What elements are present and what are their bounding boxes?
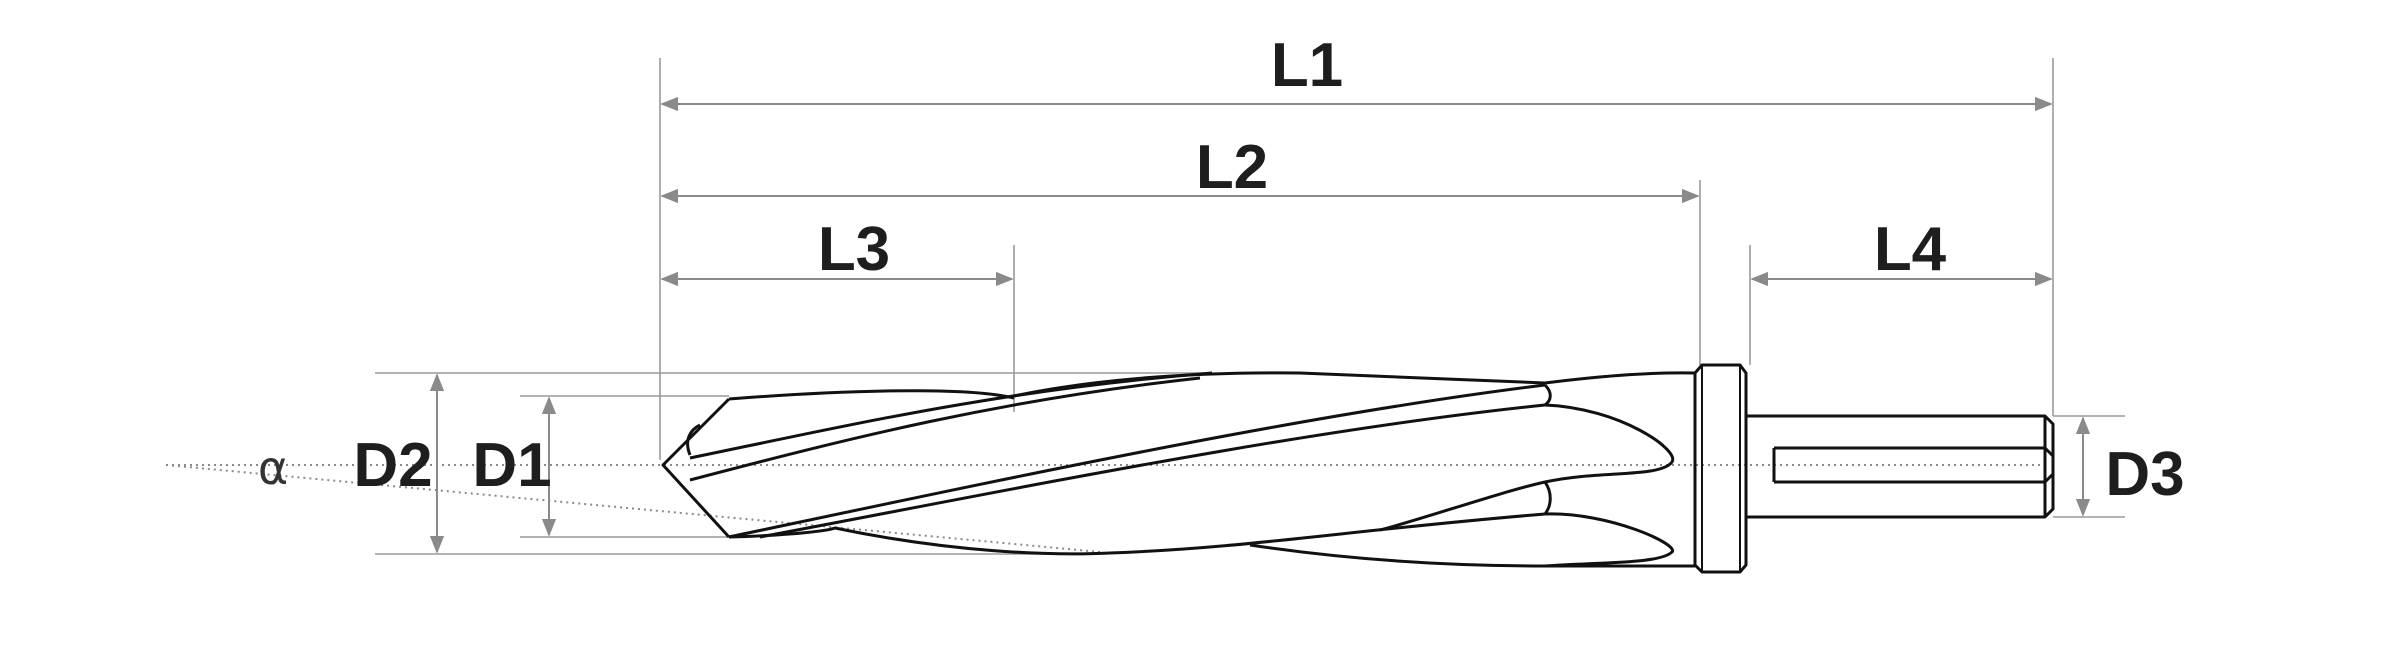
L3-label: L3 [818, 215, 890, 284]
D3-label: D3 [2105, 440, 2184, 509]
drill-body [661, 363, 2055, 574]
L4-label: L4 [1874, 215, 1947, 284]
point-angle-line [165, 464, 1101, 553]
shank-flat [1772, 416, 2055, 517]
D2-label: D2 [353, 431, 432, 500]
L1-label: L1 [1271, 31, 1343, 100]
D1-label: D1 [472, 431, 551, 500]
extension-lines [375, 58, 2125, 555]
shank [1746, 414, 2055, 519]
L2-label: L2 [1196, 133, 1268, 202]
alpha-label: α [258, 441, 288, 495]
